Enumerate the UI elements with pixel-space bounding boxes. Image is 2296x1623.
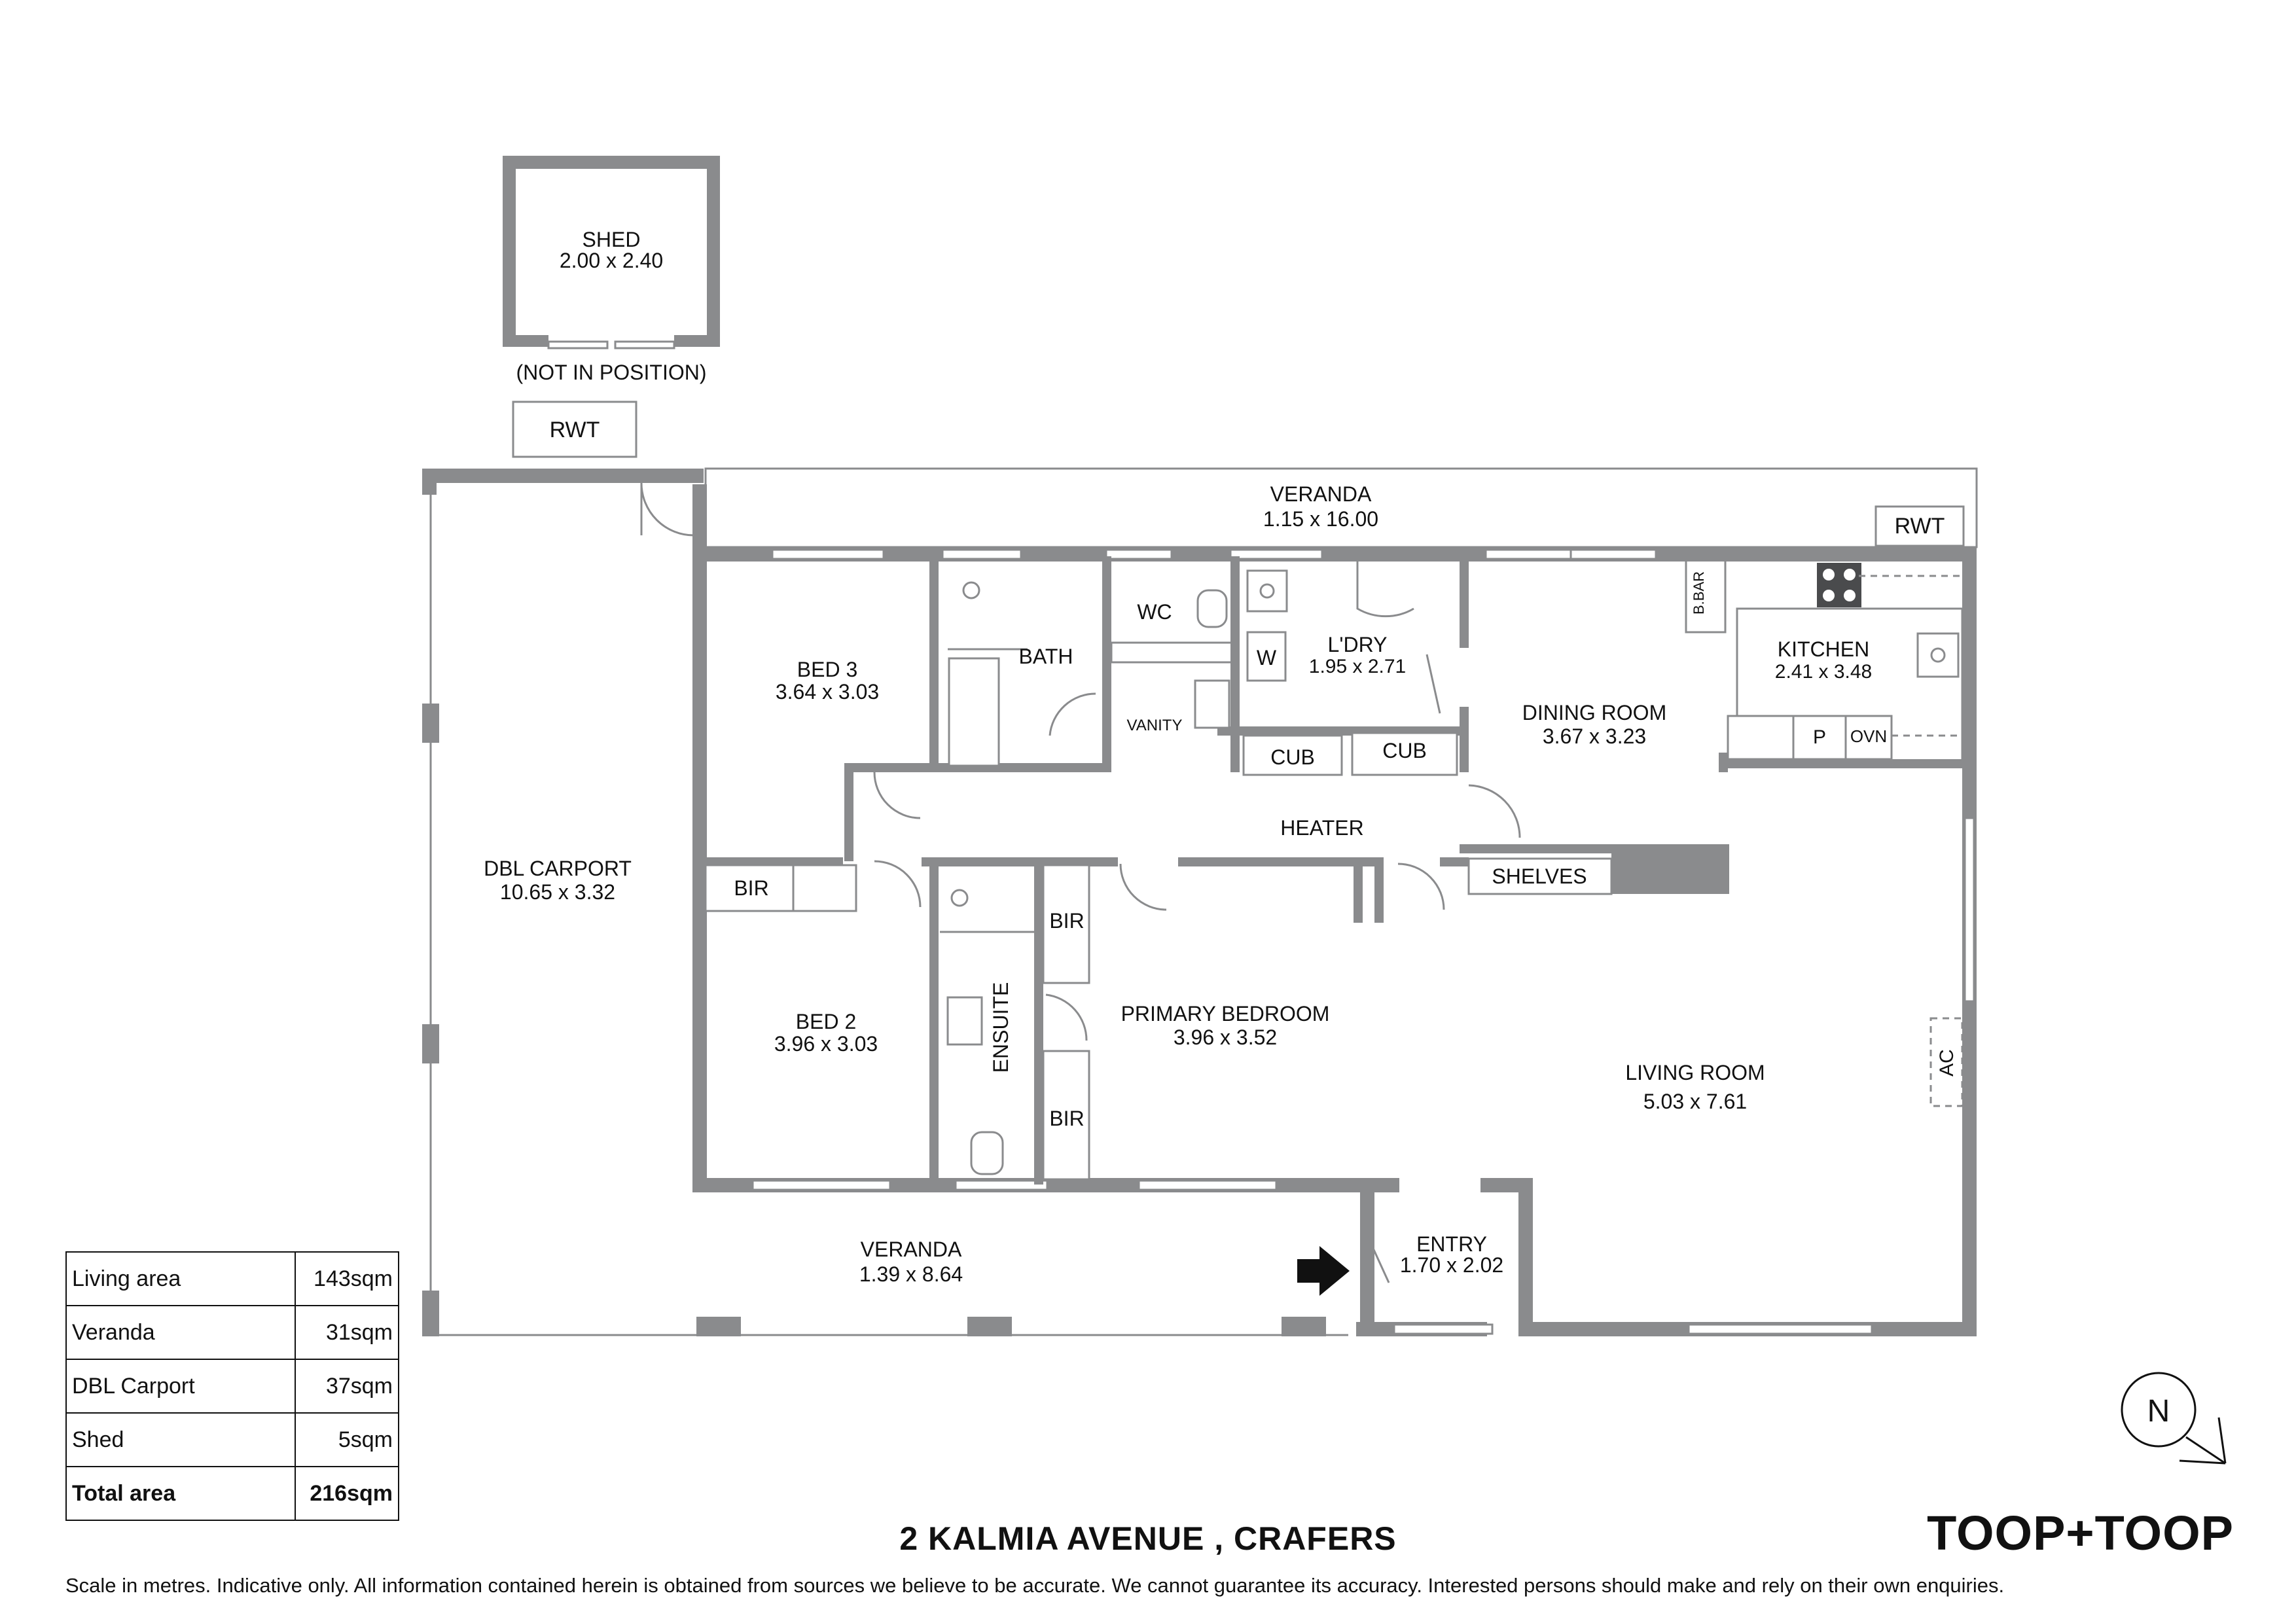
area-label: Total area	[65, 1466, 296, 1521]
cupboard-1: CUB	[1270, 745, 1315, 769]
bir-primary-top-label: BIR	[1049, 909, 1084, 933]
area-value: 37sqm	[295, 1359, 399, 1414]
oven-label: OVN	[1850, 726, 1887, 746]
bed3-name: BED 3	[797, 658, 857, 681]
table-row: DBL Carport 37sqm	[65, 1359, 399, 1414]
table-row: Living area 143sqm	[65, 1251, 399, 1306]
ensuite-fixtures	[940, 864, 1090, 1181]
area-value: 31sqm	[295, 1305, 399, 1360]
shelves-label: SHELVES	[1492, 865, 1587, 888]
bir-primary-bottom-label: BIR	[1049, 1107, 1084, 1130]
shed-dims: 2.00 x 2.40	[560, 249, 663, 272]
table-row-total: Total area 216sqm	[65, 1466, 399, 1521]
rainwater-tank-box	[512, 401, 637, 458]
bath-fixtures	[948, 581, 1028, 767]
carport: DBL CARPORT 10.65 x 3.32	[422, 469, 1348, 1336]
kitchen-fixtures	[1685, 559, 1964, 762]
shed-name: SHED	[583, 228, 641, 251]
area-summary-table: Living area 143sqm Veranda 31sqm DBL Car…	[65, 1251, 399, 1521]
area-value: 216sqm	[295, 1466, 399, 1521]
area-label: DBL Carport	[65, 1359, 296, 1414]
bed2-dims: 3.96 x 3.03	[774, 1032, 878, 1056]
washer-label: W	[1257, 646, 1277, 669]
bath-name: BATH	[1019, 645, 1073, 668]
laundry-name: L'DRY	[1328, 633, 1388, 656]
carport-name: DBL CARPORT	[484, 857, 632, 880]
doors	[873, 550, 1521, 1283]
primary-bedroom-dims: 3.96 x 3.52	[1174, 1026, 1277, 1049]
disclaimer-text: Scale in metres. Indicative only. All in…	[65, 1574, 2005, 1597]
vanity-name: VANITY	[1127, 717, 1183, 734]
rainwater-tank-box-2	[1874, 505, 1965, 547]
wc-name: WC	[1137, 600, 1172, 624]
area-value: 5sqm	[295, 1412, 399, 1467]
cooktop-icon	[1817, 563, 1861, 607]
veranda-bottom-dims: 1.39 x 8.64	[859, 1262, 963, 1286]
breakfast-bar-label: B.BAR	[1691, 571, 1707, 615]
bir-bed2-box	[704, 864, 857, 912]
compass-letter: N	[2147, 1394, 2170, 1429]
veranda-top-name: VERANDA	[1270, 482, 1372, 506]
living-room-dims: 5.03 x 7.61	[1643, 1090, 1747, 1113]
entry-arrow-icon	[1297, 1246, 1350, 1296]
kitchen-dims: 2.41 x 3.48	[1775, 661, 1872, 683]
shed: SHED 2.00 x 2.40 (NOT IN POSITION)	[503, 156, 720, 384]
shelves-box	[1467, 857, 1613, 895]
area-label: Shed	[65, 1412, 296, 1467]
area-label: Living area	[65, 1251, 296, 1306]
ac-label: AC	[1936, 1049, 1958, 1077]
entry-dims: 1.70 x 2.02	[1400, 1253, 1503, 1277]
primary-bedroom-name: PRIMARY BEDROOM	[1121, 1002, 1330, 1026]
wc-fixtures	[1110, 589, 1233, 729]
cupboard-2: CUB	[1382, 739, 1427, 762]
rwt-label-1: RWT	[550, 418, 600, 442]
rwt-label-2: RWT	[1895, 514, 1945, 539]
kitchen-name: KITCHEN	[1778, 637, 1869, 661]
dining-name: DINING ROOM	[1522, 701, 1666, 724]
area-value: 143sqm	[295, 1251, 399, 1306]
laundry-fixtures	[1242, 569, 1458, 776]
laundry-dims: 1.95 x 2.71	[1309, 656, 1406, 677]
property-address: 2 KALMIA AVENUE , CRAFERS	[899, 1520, 1397, 1557]
agency-logo: TOOP+TOOP	[1927, 1506, 2234, 1560]
veranda-bottom-name: VERANDA	[861, 1238, 962, 1261]
shed-note: (NOT IN POSITION)	[516, 361, 707, 384]
dining-dims: 3.67 x 3.23	[1543, 724, 1646, 748]
house-walls	[692, 484, 1977, 1336]
pantry-label: P	[1813, 726, 1826, 748]
heater-label: HEATER	[1280, 816, 1363, 840]
living-room-name: LIVING ROOM	[1625, 1061, 1765, 1084]
bed2-name: BED 2	[796, 1010, 856, 1033]
ensuite-label: ENSUITE	[989, 982, 1013, 1073]
area-label: Veranda	[65, 1305, 296, 1360]
table-row: Veranda 31sqm	[65, 1305, 399, 1360]
table-row: Shed 5sqm	[65, 1412, 399, 1467]
bed3-dims: 3.64 x 3.03	[776, 680, 879, 704]
ac-box	[1929, 1017, 1964, 1107]
entry-name: ENTRY	[1416, 1232, 1487, 1256]
veranda-top: VERANDA 1.15 x 16.00 RWT	[704, 467, 1978, 548]
north-compass-icon: N	[2121, 1372, 2227, 1465]
carport-dims: 10.65 x 3.32	[500, 880, 615, 904]
veranda-top-dims: 1.15 x 16.00	[1263, 507, 1378, 531]
bir-bed2-label: BIR	[734, 876, 768, 900]
